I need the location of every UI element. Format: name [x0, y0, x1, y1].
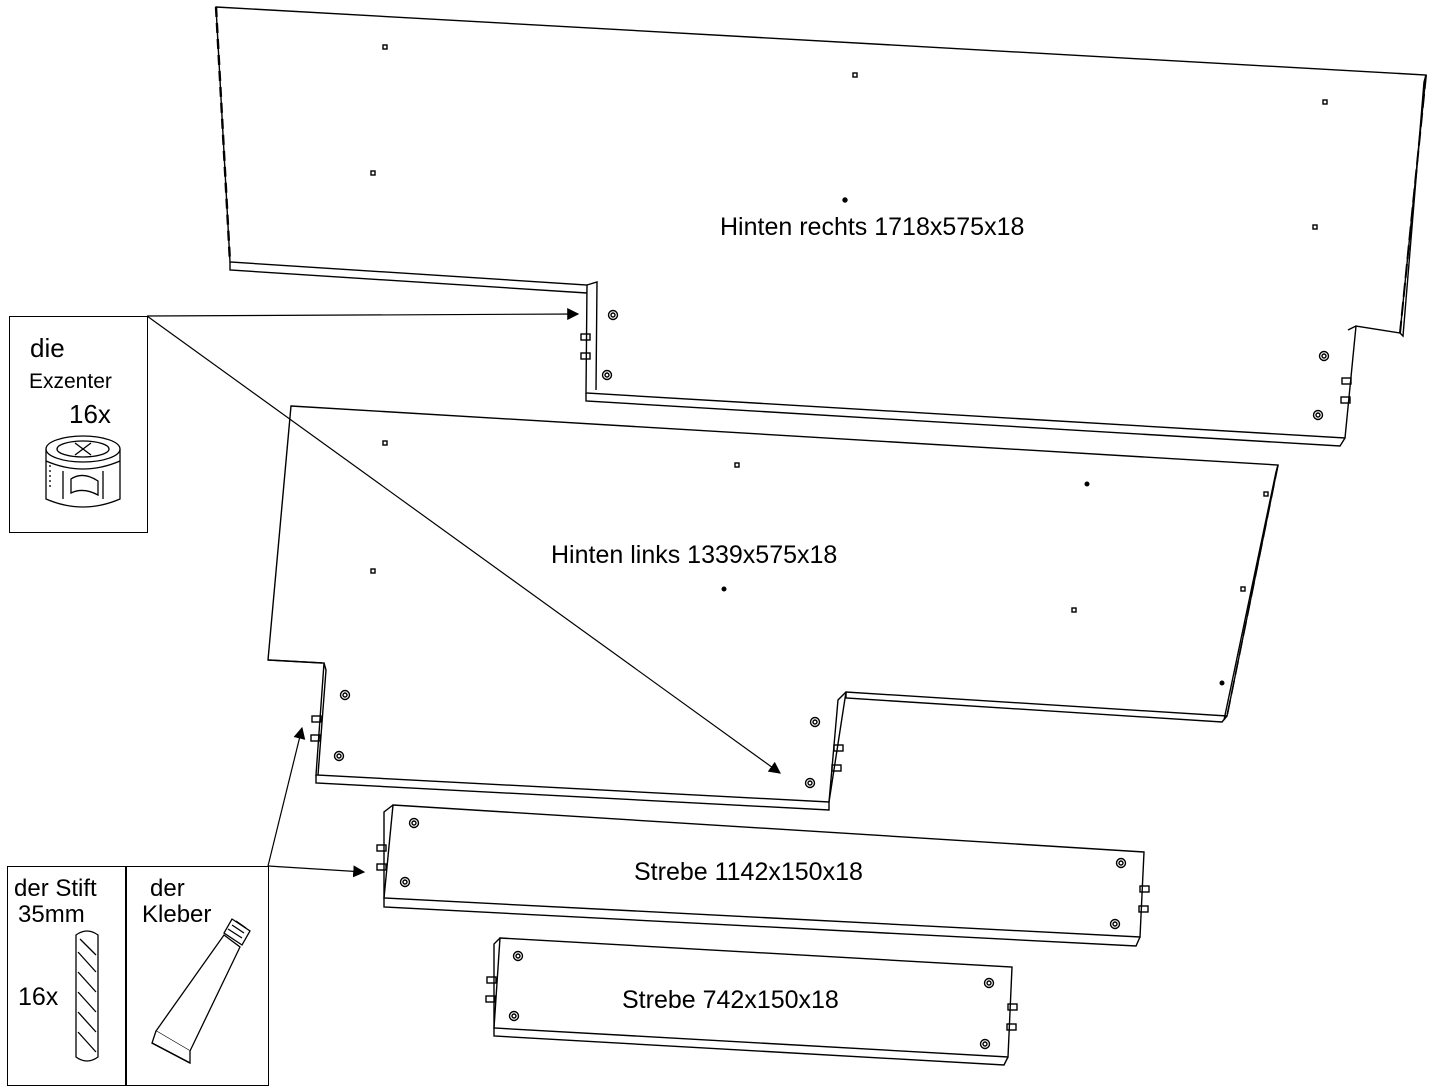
panel-strut-short: [485, 937, 1018, 1066]
label-strut-long: Strebe 1142x150x18: [634, 858, 863, 886]
cam-article: die: [30, 333, 65, 363]
dowel-size: 35mm: [18, 901, 85, 928]
glue-tube-icon: [151, 918, 251, 1065]
glue-article: der: [150, 875, 185, 902]
cam-count: 16x: [69, 399, 111, 429]
panel-back-right: [214, 6, 1427, 447]
cam-name: Exzenter: [29, 370, 112, 393]
label-back-left: Hinten links 1339x575x18: [551, 541, 837, 569]
arrow-cam-to-back-left: [146, 315, 781, 774]
dowel-name: der Stift: [14, 875, 97, 902]
panel-strut-long: [376, 804, 1150, 947]
dowel-icon: [75, 930, 99, 1062]
panel-back-left: [267, 405, 1279, 811]
arrow-dowel-to-strut: [267, 865, 366, 878]
label-back-right: Hinten rechts 1718x575x18: [720, 213, 1024, 241]
arrow-dowel-to-back-left: [267, 726, 306, 867]
cam-hardware-box: die Exzenter 16x: [9, 316, 148, 533]
dowel-count: 16x: [18, 983, 59, 1011]
label-strut-short: Strebe 742x150x18: [622, 986, 839, 1014]
cam-fitting-icon: [45, 435, 121, 508]
box-divider: [125, 867, 127, 1085]
arrow-cam-to-back-right: [146, 308, 580, 321]
arrows: [146, 308, 781, 878]
glue-name: Kleber: [142, 901, 212, 928]
dowel-glue-hardware-box: der Stift 35mm 16x der Kleber: [7, 866, 269, 1086]
